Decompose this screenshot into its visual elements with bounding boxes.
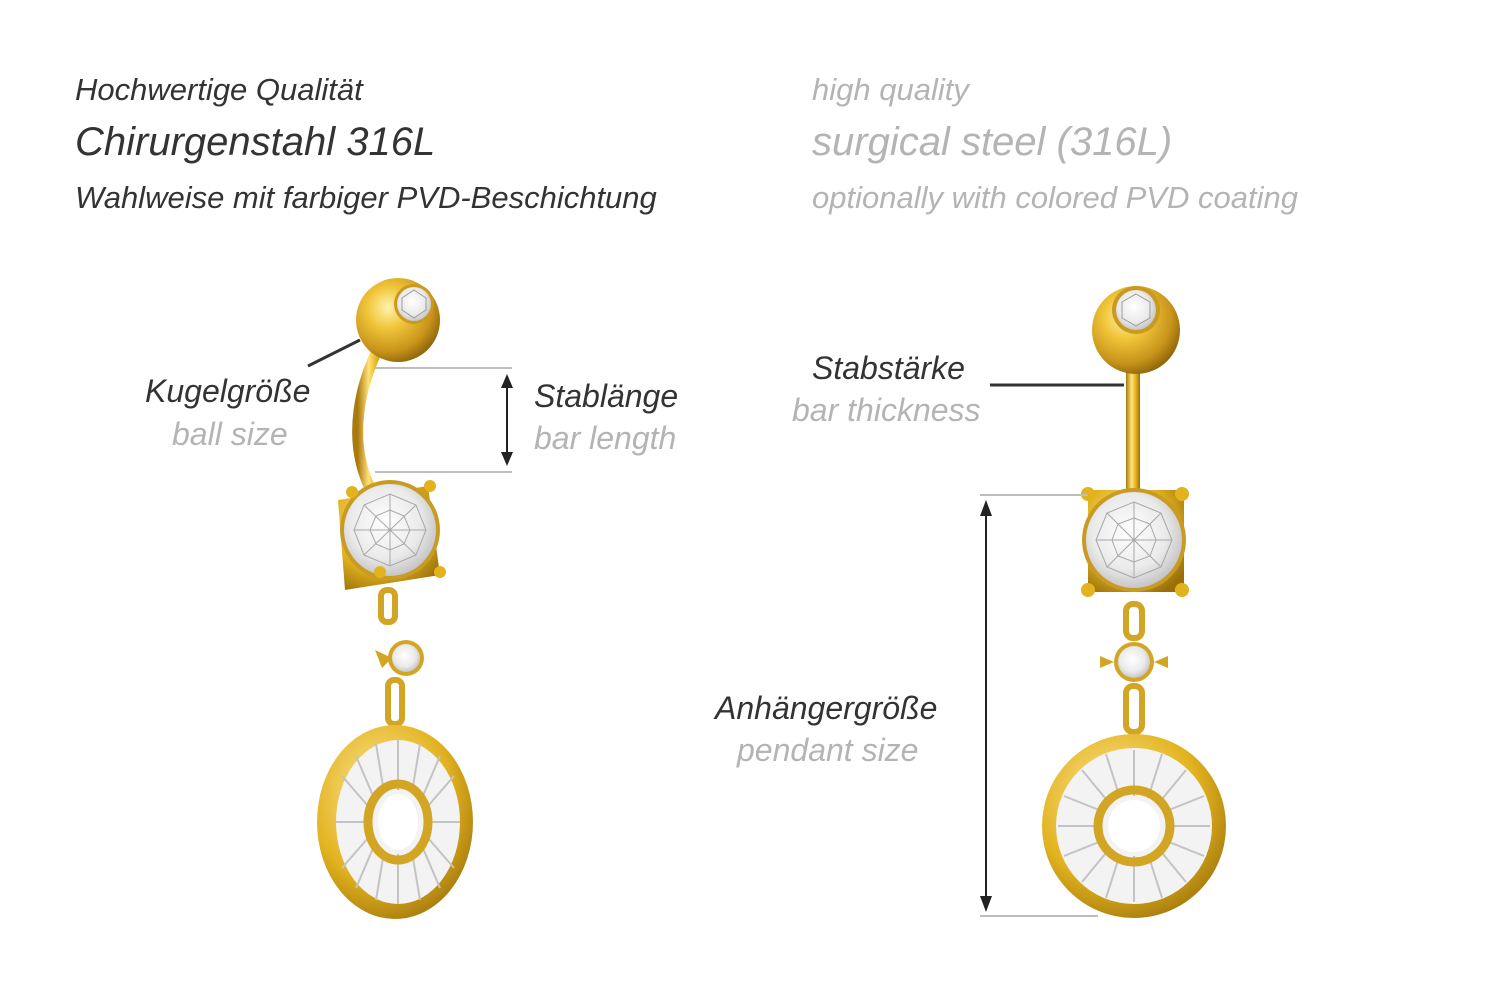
straight-bar bbox=[1126, 350, 1140, 495]
header-en-line3: optionally with colored PVD coating bbox=[812, 180, 1298, 215]
ball-size-leader bbox=[307, 338, 361, 368]
small-gem bbox=[392, 644, 420, 672]
header-de-line3: Wahlweise mit farbiger PVD-Beschichtung bbox=[75, 180, 657, 215]
pendant-size-label-en: pendant size bbox=[737, 732, 919, 768]
header-en-line1: high quality bbox=[812, 72, 969, 107]
header-de-line1: Hochwertige Qualität bbox=[75, 72, 363, 107]
left-piercing bbox=[317, 278, 473, 919]
bar-thickness-label-de: Stabstärke bbox=[812, 350, 965, 386]
pendant-size-dimension bbox=[980, 494, 1098, 917]
header-en-line2: surgical steel (316L) bbox=[812, 120, 1173, 164]
pendant-size-label-de: Anhängergröße bbox=[715, 690, 938, 726]
curved-bar bbox=[352, 329, 391, 498]
ball-size-label-en: ball size bbox=[172, 416, 288, 452]
small-gem bbox=[1118, 646, 1150, 678]
bar-length-label-en: bar length bbox=[534, 420, 677, 456]
bar-length-label-de: Stablänge bbox=[534, 378, 679, 414]
header-de-line2: Chirurgenstahl 316L bbox=[75, 120, 436, 164]
right-piercing bbox=[1042, 286, 1226, 918]
bar-thickness-label-en: bar thickness bbox=[792, 392, 981, 428]
bar-length-dimension bbox=[375, 367, 513, 473]
ball-size-label-de: Kugelgröße bbox=[145, 373, 311, 409]
